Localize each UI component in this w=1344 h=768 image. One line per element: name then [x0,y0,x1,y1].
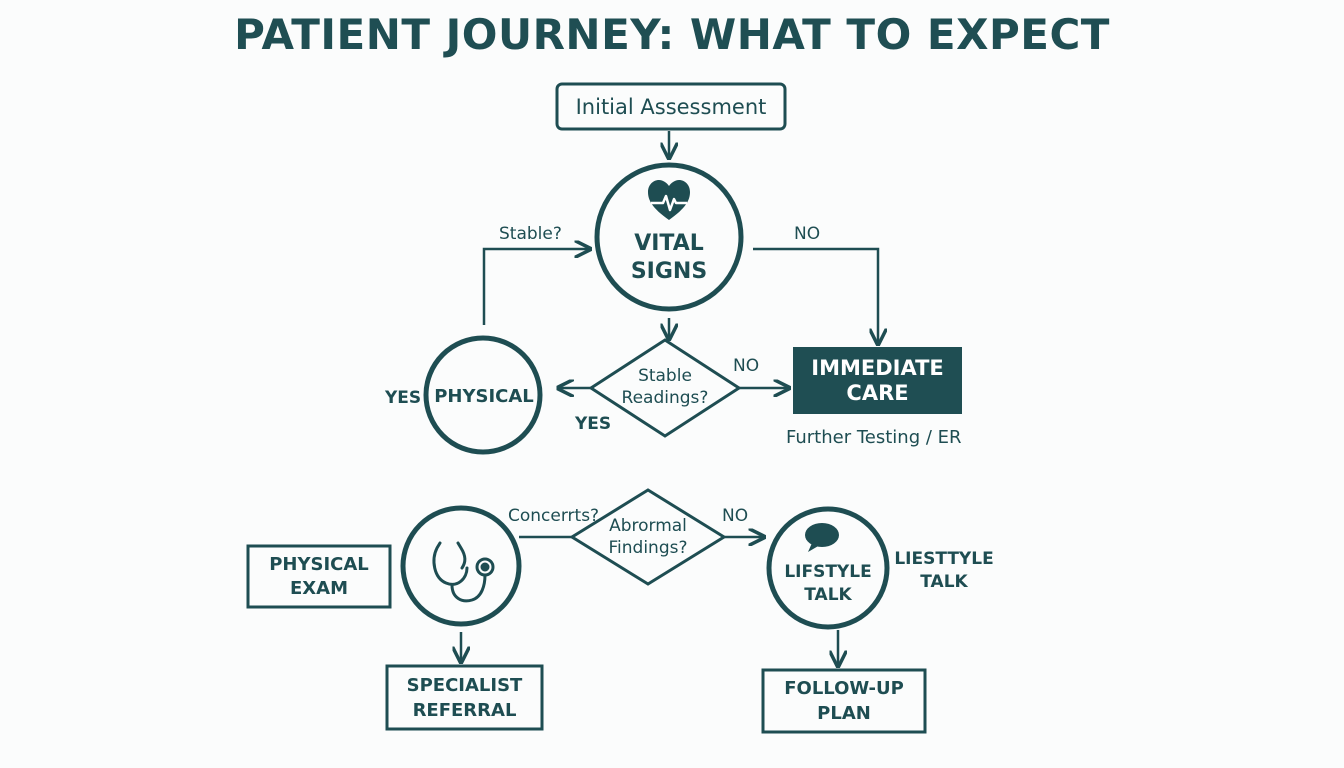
physical-exam-box [246,544,392,609]
lifestyle-line-2: TALK [804,585,852,605]
abnormal-findings-node[interactable]: Abrormal Findings? [588,513,708,561]
initial-assessment-label: Initial Assessment [575,94,767,119]
no-middle-label: NO [733,356,760,376]
initial-assessment-node[interactable]: Initial Assessment [557,84,785,129]
stable-question-label: Stable? [499,224,562,244]
abnormal-findings-line-2: Findings? [608,538,688,558]
physical-exam-line-2: EXAM [289,577,349,599]
yes-left-label: YES [385,388,422,408]
lifestyle-node[interactable]: LIFSTYLE TALK [778,560,878,608]
follow-up-line-2: PLAN [817,703,871,724]
no-top-label: NO [794,224,821,244]
stable-readings-line-1: Stable [638,366,692,386]
heart-pulse-icon [648,180,690,220]
follow-up-line-1: FOLLOW-UP [784,678,904,699]
stable-readings-node[interactable]: Stable Readings? [605,362,725,412]
immediate-care-box [793,347,962,414]
vital-signs-node[interactable]: VITAL SIGNS [609,228,729,288]
concerns-question-label: Concerrts? [508,506,600,526]
further-testing-label: Further Testing / ER [786,427,962,448]
specialist-referral-box [385,664,544,731]
immediate-care-line-2: CARE [846,380,909,405]
stable-readings-diamond [588,338,742,438]
no-bottom-label: NO [722,506,749,526]
yes-middle-label: YES [575,414,612,434]
specialist-referral-line-1: SPECIALIST [406,674,523,696]
arrow-vital-no [753,247,878,344]
vital-signs-line-2: SIGNS [630,259,708,284]
immediate-care-node[interactable]: IMMEDIATE CARE [793,347,962,414]
page-title: PATIENT JOURNEY: WHAT TO EXPECT [234,10,1110,59]
physical-label: PHYSICAL [434,385,534,407]
immediate-care-line-1: IMMEDIATE [811,355,944,380]
lifestyle-line-1: LIFSTYLE [784,562,872,582]
physical-exam-node[interactable]: PHYSICAL EXAM [248,546,390,607]
follow-up-box [761,668,927,734]
initial-assessment-box [555,82,787,131]
physical-node[interactable]: PHYSICAL [428,380,540,412]
vital-signs-line-1: VITAL [634,231,704,256]
follow-up-node[interactable]: FOLLOW-UP PLAN [763,670,925,732]
lifestyle-side-line-2: TALK [920,572,968,592]
arrow-stable-loop [482,249,590,325]
physical-circle [423,335,543,455]
lifestyle-side-label: LIESTTYLE TALK [894,548,994,594]
physical-exam-line-1: PHYSICAL [269,553,369,575]
specialist-referral-line-2: REFERRAL [412,699,517,721]
specialist-referral-node[interactable]: SPECIALIST REFERRAL [387,666,542,729]
lifestyle-side-line-1: LIESTTYLE [894,549,994,569]
stethoscope-icon [432,541,495,603]
abnormal-findings-diamond [569,488,727,586]
abnormal-findings-line-1: Abrormal [609,516,687,536]
stable-readings-line-2: Readings? [621,388,709,408]
speech-bubble-icon [805,523,839,552]
lifestyle-circle [766,506,890,630]
vital-signs-circle [594,162,744,312]
exam-circle [400,505,522,627]
